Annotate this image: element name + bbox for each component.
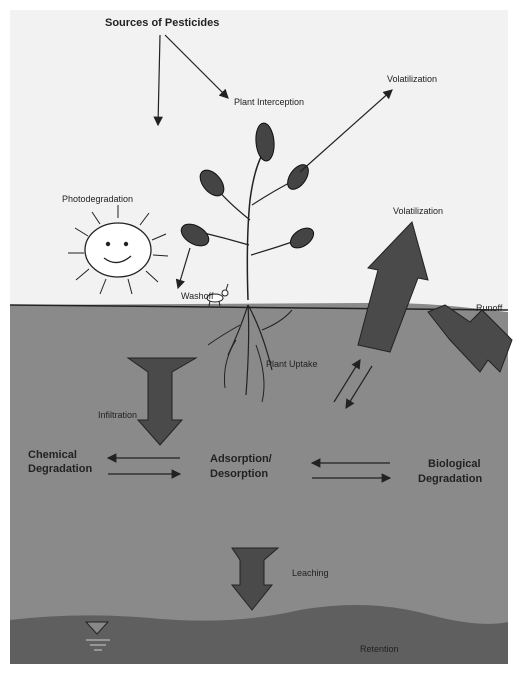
label-biological-2: Degradation: [418, 473, 482, 485]
label-plant-uptake: Plant Uptake: [266, 359, 318, 369]
label-infiltration: Infiltration: [98, 410, 137, 420]
label-sources: Sources of Pesticides: [105, 17, 219, 29]
label-leaching: Leaching: [292, 568, 329, 578]
label-washoff: Washoff: [181, 291, 214, 301]
label-biological-1: Biological: [428, 458, 481, 470]
label-adsorption-1: Adsorption/: [210, 453, 272, 465]
label-chemical-2: Degradation: [28, 463, 92, 475]
label-photodegradation: Photodegradation: [62, 194, 133, 204]
label-adsorption-2: Desorption: [210, 468, 268, 480]
label-volatilization-soil: Volatilization: [393, 206, 443, 216]
label-plant-interception: Plant Interception: [234, 97, 304, 107]
label-chemical-1: Chemical: [28, 449, 77, 461]
label-retention: Retention: [360, 644, 399, 654]
label-runoff: Runoff: [476, 303, 503, 313]
label-volatilization-top: Volatilization: [387, 74, 437, 84]
